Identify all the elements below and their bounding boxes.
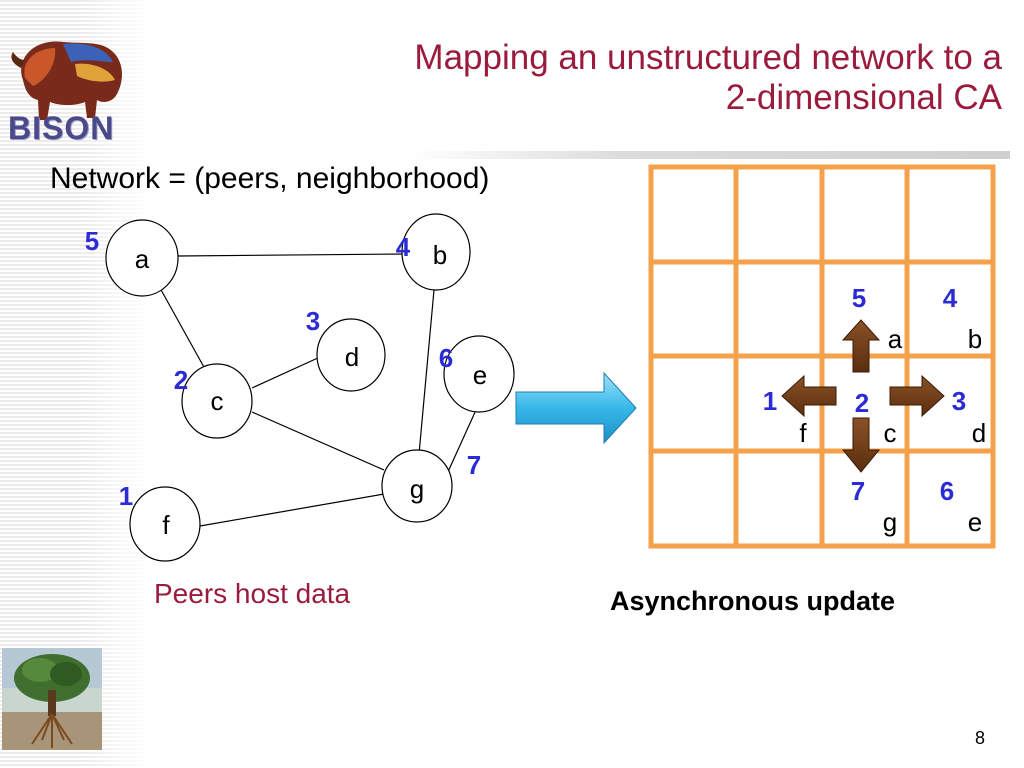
node-f-label: f	[162, 510, 170, 540]
peers-host-data-caption: Peers host data	[154, 578, 351, 609]
cell-c-label: c	[884, 418, 897, 448]
node-c-number: 2	[174, 365, 188, 395]
edge-c-g	[251, 411, 385, 471]
node-a-label: a	[135, 244, 150, 274]
ca-grid	[648, 164, 996, 549]
title-underline-bar	[410, 151, 1010, 159]
node-b-number: 4	[396, 232, 411, 262]
cell-g-number: 7	[851, 476, 865, 506]
node-e: e	[443, 335, 515, 413]
edge-f-g	[199, 493, 385, 527]
bison-logo-text: BISON	[8, 110, 115, 146]
cell-d-label: d	[972, 418, 986, 448]
cell-c-number: 2	[855, 388, 869, 418]
slide-title-line-1: Mapping an unstructured network to a	[414, 38, 1002, 77]
node-a: a	[105, 219, 179, 297]
node-g-number: 7	[467, 450, 481, 480]
arrow-up-icon	[841, 319, 881, 373]
slide-number: 8	[975, 728, 986, 748]
slide-title-line-2: 2-dimensional CA	[725, 78, 1002, 117]
node-d-number: 3	[306, 306, 320, 336]
node-e-label: e	[473, 360, 487, 390]
node-c-label: c	[211, 386, 224, 416]
edge-a-b	[177, 253, 405, 257]
node-d-label: d	[345, 342, 359, 372]
node-f: f	[129, 486, 201, 562]
neighbor-arrows	[781, 319, 945, 473]
cell-e-label: e	[968, 507, 982, 537]
asynchronous-update-caption: Asynchronous update	[610, 586, 896, 616]
node-g-label: g	[410, 474, 424, 504]
arrow-right-icon	[889, 374, 945, 418]
arrow-left-icon	[781, 374, 837, 418]
cell-e-number: 6	[940, 476, 954, 506]
edge-a-c	[159, 287, 206, 370]
cell-b-number: 4	[943, 283, 958, 313]
node-e-number: 6	[439, 343, 453, 373]
tree-image-icon	[2, 648, 102, 750]
node-f-number: 1	[119, 481, 133, 511]
edge-c-d	[251, 356, 321, 389]
node-g: g	[381, 449, 453, 523]
node-a-number: 5	[85, 226, 99, 256]
node-b: b	[401, 213, 471, 291]
mapping-arrow-icon	[515, 371, 637, 445]
node-c: c	[181, 363, 253, 439]
cell-f-number: 1	[763, 386, 777, 416]
node-b-label: b	[433, 240, 447, 270]
node-d: d	[316, 318, 386, 392]
edge-b-g	[418, 289, 435, 455]
cell-b-label: b	[968, 324, 982, 354]
cell-a-label: a	[888, 324, 903, 354]
bison-logo-icon	[11, 41, 122, 120]
edge-e-g	[446, 409, 477, 475]
left-stripe-decoration	[0, 0, 150, 768]
cell-f-label: f	[799, 418, 807, 448]
arrow-down-icon	[841, 417, 881, 473]
cell-a-number: 5	[852, 283, 866, 313]
cell-d-number: 3	[952, 386, 966, 416]
network-edges	[159, 253, 477, 527]
slide-title: Mapping an unstructured network to a 2-d…	[242, 38, 1002, 118]
network-formula: Network = (peers, neighborhood)	[50, 162, 490, 195]
cell-g-label: g	[883, 507, 897, 537]
